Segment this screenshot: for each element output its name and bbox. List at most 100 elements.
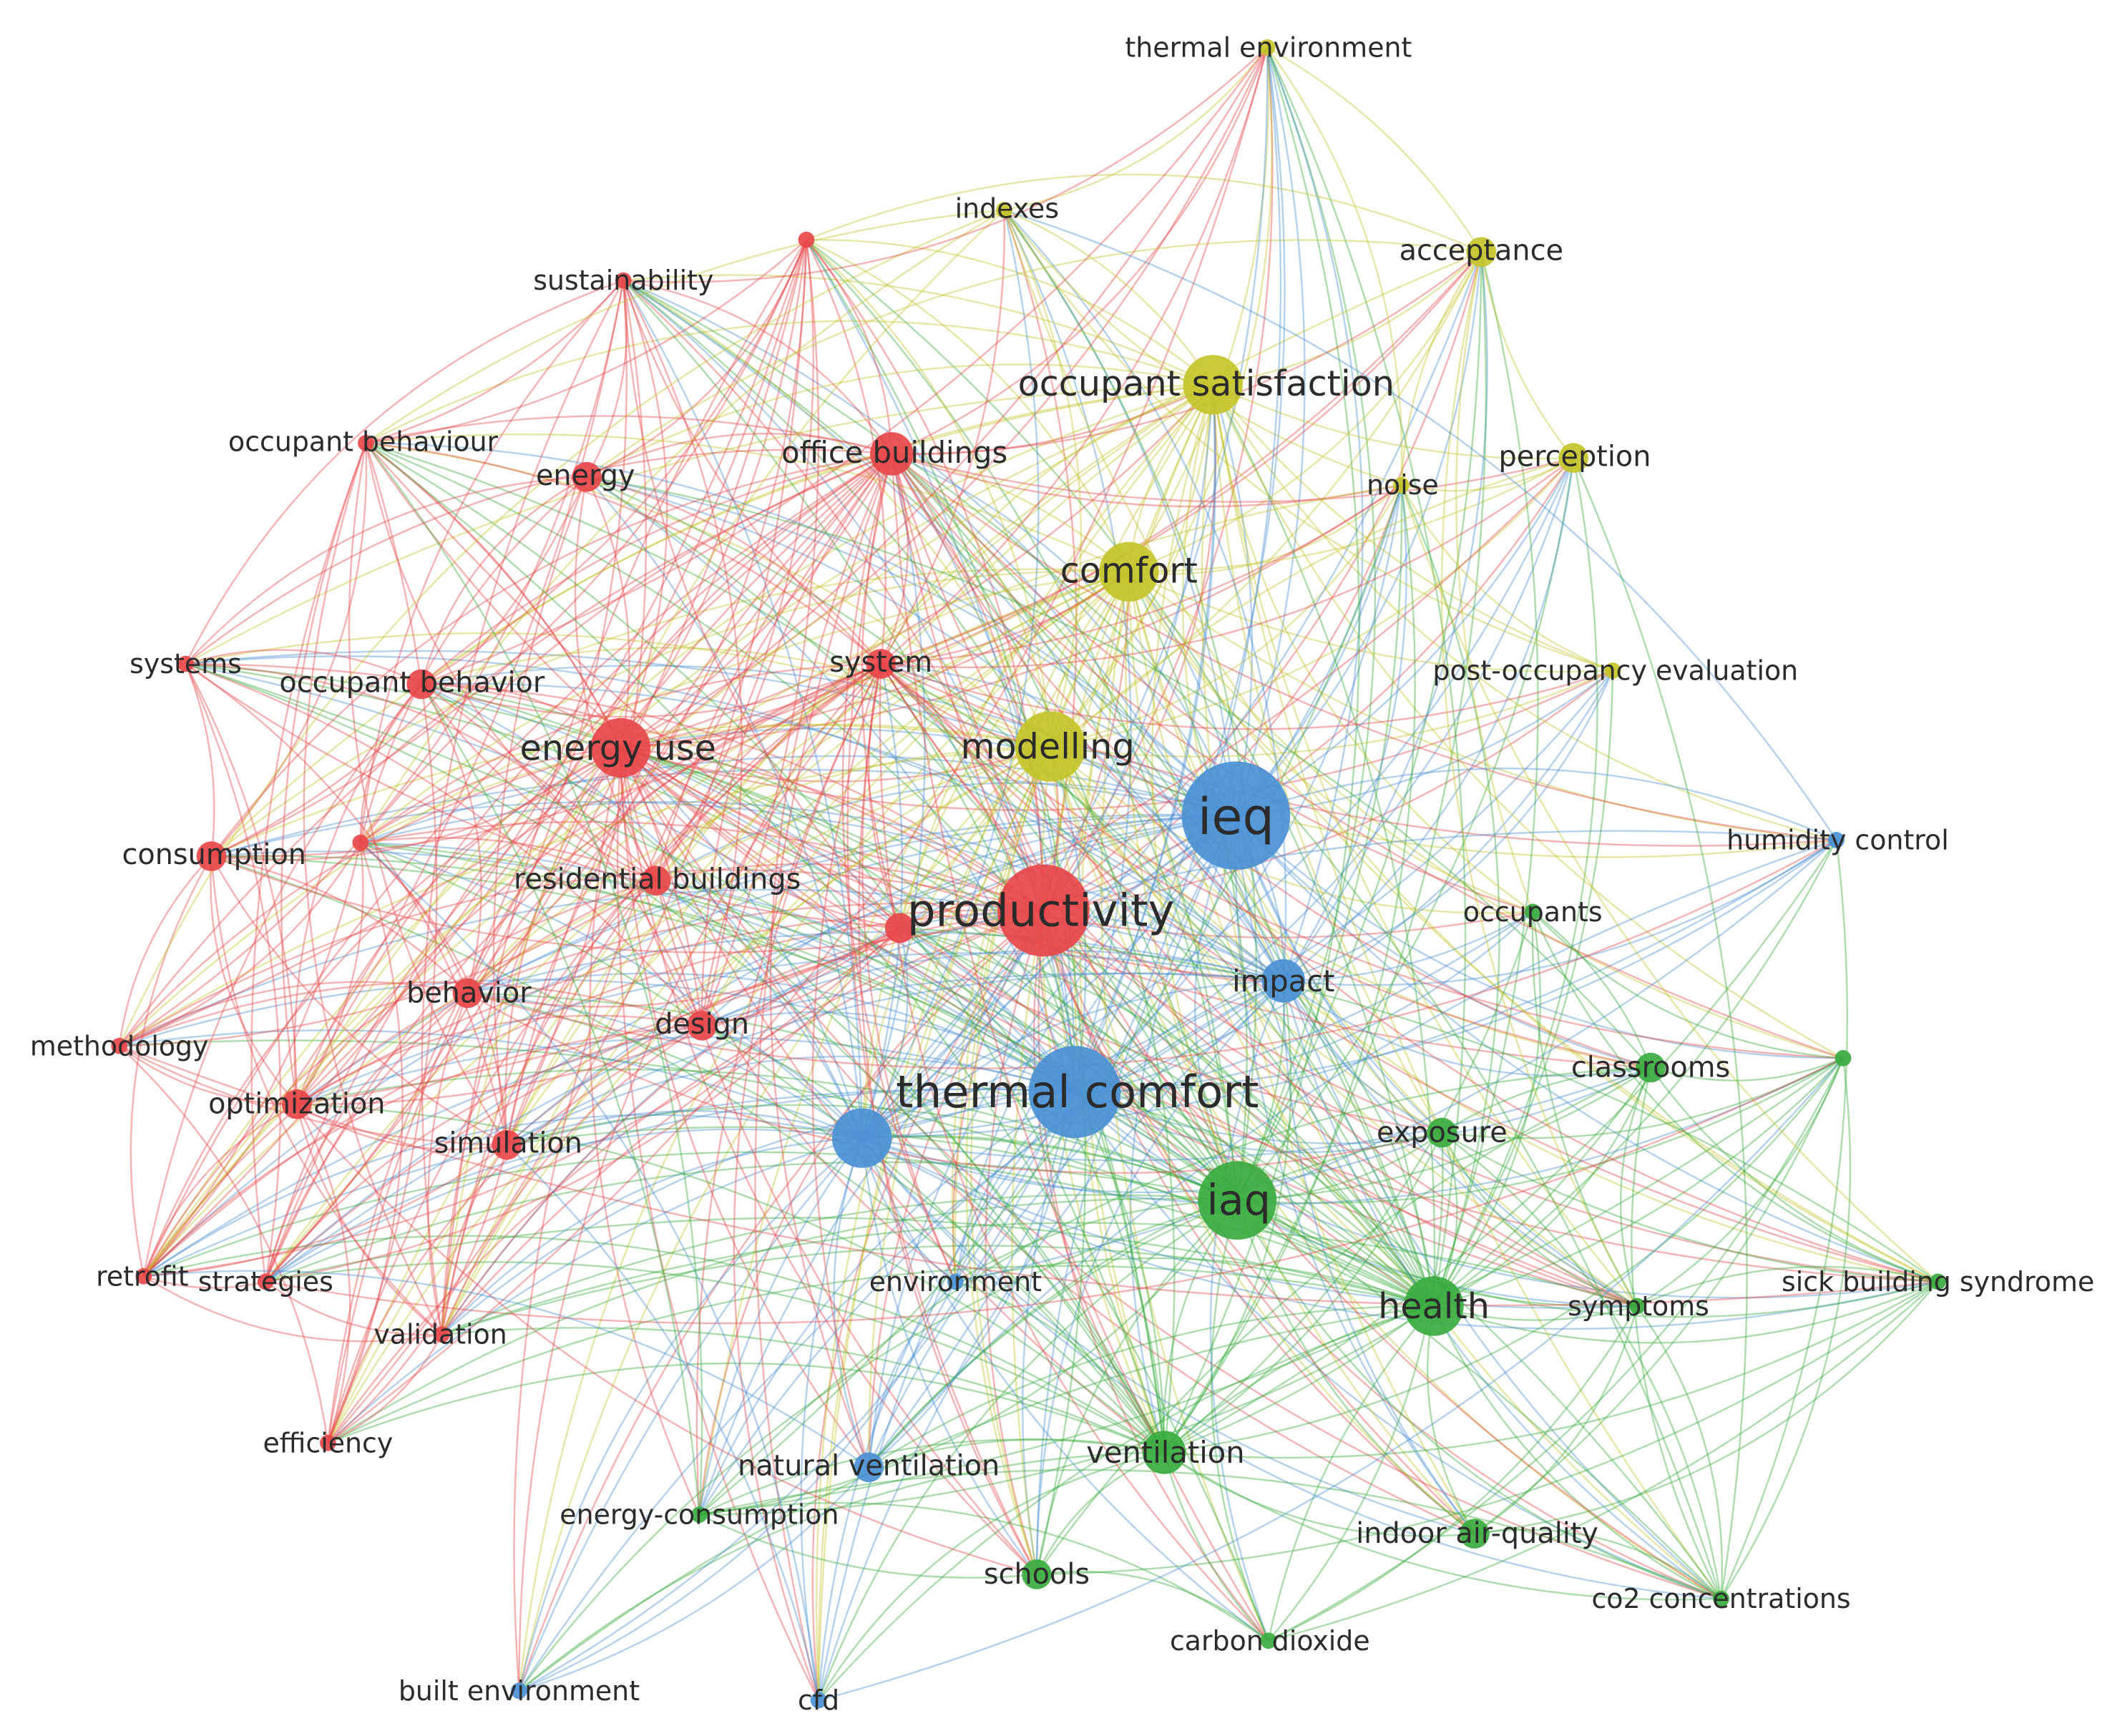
- edge-impact-indexes: [1003, 209, 1287, 981]
- node-productivity[interactable]: [997, 864, 1090, 957]
- edge-thermal_comfort-validation: [441, 1091, 1075, 1335]
- node-perception[interactable]: [1558, 443, 1588, 474]
- edge-comfort-office_buildings: [891, 453, 1130, 573]
- label-energy-consumption: energy-consumption: [560, 1499, 839, 1531]
- node-noise[interactable]: [1393, 476, 1410, 494]
- edge-unlabeled_blue-natural_ventilation: [833, 1137, 870, 1468]
- node-energy-consumption[interactable]: [691, 1506, 708, 1524]
- edge-humidity_control-indexes: [1004, 209, 1837, 841]
- edge-classrooms-exposure: [1441, 1066, 1651, 1134]
- node-residential-buildings[interactable]: [640, 865, 671, 896]
- edge-energy_use-unlabeled_red_top: [620, 240, 808, 749]
- edge-impact-cfd: [817, 980, 1284, 1701]
- node-iaq[interactable]: [1198, 1161, 1277, 1240]
- node-comfort[interactable]: [1099, 541, 1159, 602]
- edge-health-unlabeled_red_mid: [360, 841, 1435, 1307]
- node-occupant-behaviour[interactable]: [358, 435, 374, 451]
- edge-unlabeled_blue-cfd: [800, 1137, 863, 1701]
- node-cfd[interactable]: [810, 1692, 827, 1709]
- edge-system-unlabeled_red_center: [868, 663, 901, 928]
- edge-behavior-humidity_control: [467, 839, 1837, 1069]
- node-system[interactable]: [866, 649, 897, 679]
- edge-occupant_behavior-unlabeled_red_mid: [359, 683, 422, 843]
- node-exposure[interactable]: [1427, 1117, 1457, 1148]
- node-thermal-environment[interactable]: [1259, 39, 1276, 56]
- edge-health-built_environment: [518, 1305, 1435, 1692]
- node-schools[interactable]: [1022, 1559, 1052, 1589]
- edge-methodology-residential_buildings: [119, 880, 657, 1047]
- node-consumption[interactable]: [196, 841, 227, 871]
- edge-co2_concentrations-humidity_control: [1720, 840, 1848, 1599]
- node-natural-ventilation[interactable]: [854, 1452, 884, 1483]
- edge-occupant_behavior-unlabeled_red_top: [421, 239, 808, 685]
- edge-consumption-energy: [210, 476, 588, 858]
- edge-acceptance-unlabeled_red_top: [806, 173, 1482, 253]
- edge-ventilation-efficiency: [327, 1362, 1165, 1453]
- node-unlabeled-green[interactable]: [1835, 1049, 1852, 1066]
- edge-occupant_satisfaction-unlabeled_red_top: [806, 239, 1214, 386]
- edge-ventilation-validation: [441, 1327, 1165, 1453]
- node-behavior[interactable]: [452, 978, 483, 1009]
- node-ventilation[interactable]: [1142, 1431, 1186, 1474]
- edge-ieq-residential_buildings: [655, 782, 1236, 882]
- edge-methodology-unlabeled_red_mid: [119, 842, 361, 1047]
- label-energy: energy: [536, 459, 635, 492]
- edge-methodology-optimization: [118, 1045, 297, 1105]
- edge-occupant_satisfaction-occupants: [1212, 384, 1533, 913]
- node-acceptance[interactable]: [1466, 237, 1497, 268]
- node-validation[interactable]: [434, 1326, 450, 1343]
- node-optimization[interactable]: [281, 1089, 312, 1119]
- node-built-environment[interactable]: [511, 1682, 527, 1700]
- edge-system-office_buildings: [880, 453, 909, 665]
- edge-environment-natural_ventilation: [867, 1281, 957, 1468]
- node-unlabeled-blue[interactable]: [831, 1108, 892, 1168]
- node-post-occupancy[interactable]: [1604, 662, 1621, 679]
- node-ieq[interactable]: [1181, 761, 1291, 871]
- node-retrofit[interactable]: [135, 1267, 152, 1285]
- node-indoor-air-quality[interactable]: [1459, 1519, 1490, 1549]
- edge-ventilation-occupant_behavior: [421, 683, 1166, 1453]
- node-unlabeled-red-top[interactable]: [798, 231, 815, 248]
- node-occupant-satisfaction[interactable]: [1183, 355, 1243, 415]
- edge-ieq-energy_use: [620, 727, 1236, 817]
- edge-comfort-post_occupancy: [1128, 571, 1613, 673]
- node-sustainability[interactable]: [615, 272, 632, 289]
- node-unlabeled-red-mid[interactable]: [352, 834, 369, 851]
- node-humidity-control[interactable]: [1828, 831, 1845, 848]
- node-energy-use[interactable]: [590, 717, 651, 778]
- node-systems[interactable]: [177, 655, 194, 672]
- edge-occupants-symptoms: [1531, 911, 1638, 1307]
- node-methodology[interactable]: [111, 1037, 128, 1054]
- node-health[interactable]: [1404, 1276, 1464, 1336]
- node-classrooms[interactable]: [1636, 1052, 1666, 1083]
- node-co2-concentrations[interactable]: [1713, 1590, 1729, 1607]
- edge-carbon_dioxide-energy_consumption: [699, 1501, 1269, 1642]
- edge-ventilation-retrofit: [143, 1235, 1165, 1453]
- node-unlabeled-red-center[interactable]: [884, 913, 915, 943]
- edge-strategies-unlabeled_green: [265, 1057, 1844, 1325]
- node-occupant-behavior[interactable]: [406, 669, 436, 700]
- node-carbon-dioxide[interactable]: [1260, 1632, 1277, 1649]
- node-sick-building-syndrome[interactable]: [1930, 1273, 1946, 1290]
- node-office-buildings[interactable]: [870, 432, 914, 476]
- node-indexes[interactable]: [996, 202, 1012, 218]
- node-modelling[interactable]: [1015, 711, 1086, 782]
- node-impact[interactable]: [1261, 959, 1306, 1003]
- edge-unlabeled_blue-energy_consumption: [698, 1137, 863, 1515]
- node-simulation[interactable]: [492, 1129, 522, 1160]
- edge-design-systems: [185, 662, 703, 1026]
- edge-modelling-sustainability: [622, 280, 1052, 747]
- node-energy[interactable]: [572, 461, 602, 492]
- node-environment[interactable]: [947, 1273, 964, 1290]
- label-optimization: optimization: [208, 1088, 385, 1121]
- edge-unlabeled_blue-co2_concentrations: [861, 1137, 1721, 1600]
- node-occupants[interactable]: [1524, 903, 1541, 921]
- node-design[interactable]: [687, 1011, 717, 1041]
- edge-ventilation-consumption: [211, 855, 1165, 1453]
- node-symptoms[interactable]: [1628, 1298, 1646, 1315]
- node-thermal-comfort[interactable]: [1028, 1046, 1121, 1139]
- node-efficiency[interactable]: [320, 1434, 336, 1451]
- node-strategies[interactable]: [257, 1273, 274, 1290]
- edge-optimization-validation: [295, 1104, 443, 1335]
- edge-energy_use-sustainability: [620, 280, 668, 748]
